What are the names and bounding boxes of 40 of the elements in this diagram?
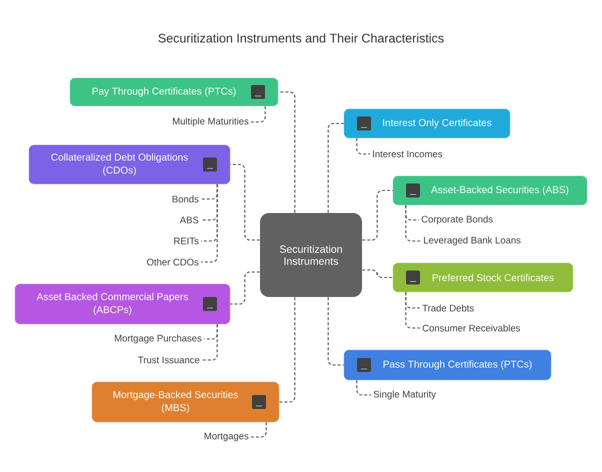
- category-box: Pay Through Certificates (PTCs): [70, 78, 278, 106]
- dashed-connector: [362, 269, 393, 278]
- sub-item-text: Single Maturity: [371, 390, 438, 400]
- sub-item-text: Corporate Bonds: [419, 214, 496, 226]
- category-box: Pass Through Certificates (PTCs): [344, 350, 552, 380]
- dashed-connector: [202, 324, 218, 361]
- category-box: Preferred Stock Certificates: [392, 262, 574, 292]
- dashed-connector: [328, 122, 344, 213]
- sub-item-text: Mortgage Purchases: [112, 334, 204, 344]
- sub-item-text: ABS: [178, 216, 201, 224]
- central-box: Securitization Instruments: [260, 213, 362, 297]
- category-box: Mortgage-Backed Securities (MBS): [92, 382, 280, 422]
- dashed-connector: [230, 164, 260, 241]
- dashed-connector: [356, 138, 370, 155]
- sub-item-text: Multiple Maturities: [170, 116, 251, 128]
- sub-item-text: Trade Debts: [420, 304, 476, 312]
- dashed-connector: [201, 184, 218, 263]
- dashed-connector: [356, 380, 371, 396]
- dashed-connector: [328, 297, 344, 366]
- sub-item-text: REITs: [171, 236, 201, 246]
- category-box: Collateralized Debt Obligations (CDOs): [28, 144, 230, 184]
- dashed-connector: [230, 271, 260, 305]
- category-box: Interest Only Certificates: [344, 108, 510, 138]
- category-box: Asset-Backed Securities (ABS): [392, 176, 588, 206]
- sub-item-text: Bonds: [170, 194, 201, 204]
- dashed-connector: [251, 106, 266, 123]
- sub-item-text: Mortgages: [202, 432, 251, 442]
- category-box: Asset Backed Commercial Papers (ABCPs): [14, 284, 230, 324]
- sub-item-text: Other CDOs: [144, 258, 201, 266]
- title: Securitization Instruments and Their Characteristics: [158, 33, 444, 43]
- sub-item-text: Consumer Receivables: [420, 324, 522, 332]
- sub-item-text: Leveraged Bank Loans: [421, 236, 523, 246]
- dashed-connector: [405, 205, 421, 242]
- sub-item-text: Interest Incomes: [370, 150, 444, 158]
- dashed-connector: [278, 91, 296, 213]
- dashed-connector: [279, 297, 296, 403]
- dashed-connector: [405, 292, 420, 329]
- dashed-connector: [362, 190, 393, 241]
- dashed-connector: [251, 422, 267, 438]
- sub-item-text: Trust Issuance: [136, 356, 202, 364]
